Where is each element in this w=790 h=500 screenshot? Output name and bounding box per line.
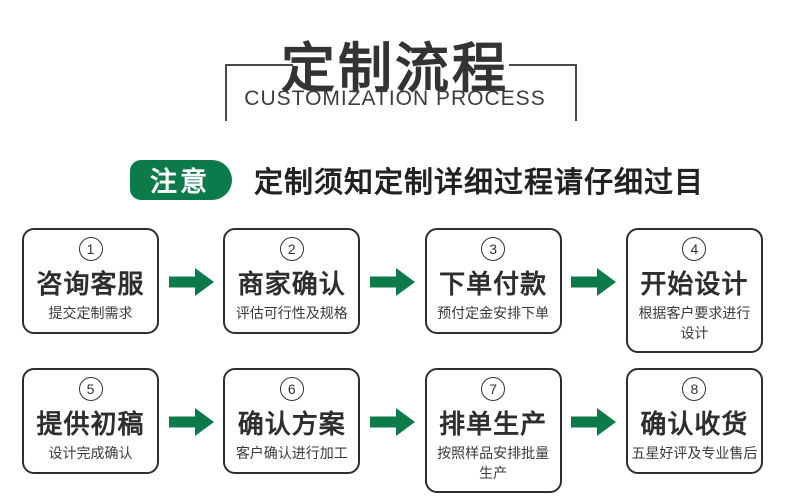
- page-title: 定制流程: [281, 39, 509, 99]
- step-number-badge: 5: [78, 377, 103, 401]
- step-row-2: 5 提供初稿 设计完成确认 6 确认方案 客户确认进行加工 7 排单生产 按照样…: [22, 368, 763, 494]
- step-number-badge: 8: [682, 377, 707, 401]
- notice-banner: 注意 定制须知定制详细过程请仔细过目: [130, 159, 704, 201]
- arrow-right-icon: [369, 268, 415, 296]
- step-description: 五星好评及专业售后: [631, 445, 758, 461]
- step-number-badge: 2: [279, 237, 304, 261]
- step-box-5: 5 提供初稿 设计完成确认: [22, 368, 159, 474]
- arrow-right-icon: [168, 268, 214, 296]
- step-box-7: 7 排单生产 按照样品安排批量 生产: [424, 368, 562, 494]
- step-number-badge: 6: [279, 377, 304, 401]
- step-box-1: 1 咨询客服 提交定制需求: [22, 228, 159, 334]
- step-title: 下单付款: [439, 269, 548, 299]
- step-description: 预付定金安排下单: [437, 305, 550, 321]
- step-box-2: 2 商家确认 评估可行性及规格: [223, 228, 361, 334]
- step-description: 按照样品安排批量 生产: [437, 445, 550, 481]
- step-description: 提交定制需求: [48, 305, 133, 321]
- arrow-right-icon: [369, 408, 415, 436]
- step-box-3: 3 下单付款 预付定金安排下单: [424, 228, 562, 334]
- step-number-badge: 1: [78, 237, 103, 261]
- arrow-right-icon: [168, 408, 214, 436]
- title-frame-left: [225, 64, 293, 121]
- step-title: 确认收货: [640, 409, 749, 439]
- notice-badge: 注意: [130, 160, 232, 200]
- step-number-badge: 7: [481, 377, 506, 401]
- title-frame-right: [509, 64, 577, 121]
- arrow-right-icon: [571, 408, 617, 436]
- step-number-badge: 4: [682, 237, 707, 261]
- arrow-right-icon: [571, 268, 617, 296]
- step-title: 提供初稿: [36, 409, 145, 439]
- step-description: 根据客户要求进行 设计: [638, 305, 751, 341]
- page-subtitle: CUSTOMIZATION PROCESS: [244, 87, 546, 110]
- step-box-8: 8 确认收货 五星好评及专业售后: [625, 368, 763, 474]
- step-title: 确认方案: [237, 409, 346, 439]
- step-title: 咨询客服: [36, 269, 145, 299]
- step-description: 客户确认进行加工: [235, 445, 348, 461]
- step-box-4: 4 开始设计 根据客户要求进行 设计: [625, 228, 763, 354]
- step-title: 商家确认: [237, 269, 346, 299]
- step-description: 设计完成确认: [48, 445, 133, 461]
- step-number-badge: 3: [481, 237, 506, 261]
- step-box-6: 6 确认方案 客户确认进行加工: [223, 368, 361, 474]
- step-row-1: 1 咨询客服 提交定制需求 2 商家确认 评估可行性及规格 3 下单付款 预付定…: [22, 228, 763, 354]
- step-title: 排单生产: [439, 409, 548, 439]
- notice-text: 定制须知定制详细过程请仔细过目: [254, 167, 705, 199]
- step-description: 评估可行性及规格: [235, 305, 348, 321]
- step-title: 开始设计: [640, 269, 749, 299]
